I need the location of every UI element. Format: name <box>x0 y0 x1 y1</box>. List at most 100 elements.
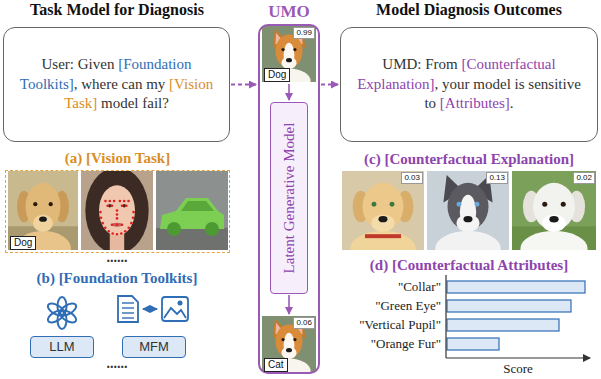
dog-eye <box>390 202 395 207</box>
photo-background <box>156 171 228 250</box>
lips <box>112 223 122 227</box>
ellipsis: ...... <box>107 355 128 373</box>
section-label: (b) [Foundation Toolkits] <box>37 269 198 287</box>
double-arrow <box>143 308 157 310</box>
landmark-dot <box>106 204 109 207</box>
text-run: User: Given <box>42 56 119 72</box>
panel-heading: UMO <box>258 2 320 24</box>
text-run: [Attributes] <box>440 95 510 111</box>
dog-chest <box>520 231 587 250</box>
dog-photo <box>262 316 316 372</box>
car-wheel <box>167 222 181 236</box>
document-line <box>122 307 134 308</box>
confidence-score: 0.02 <box>573 172 595 184</box>
text-run: MFM <box>139 339 169 354</box>
query-box: User: Given [Foundation Toolkits], where… <box>3 27 230 142</box>
dog-nose <box>463 216 472 222</box>
landmark-dot <box>111 204 114 207</box>
dog-photo <box>512 171 596 250</box>
landmark-dot <box>116 217 119 220</box>
class-label: Dog <box>10 236 36 250</box>
dog-muzzle <box>33 214 53 231</box>
attribute-label: "Green Eye" <box>375 298 441 313</box>
dog-muzzle <box>457 214 480 231</box>
photo-background <box>342 171 424 250</box>
ellipsis: ...... <box>107 249 128 267</box>
text-run: . <box>510 95 514 111</box>
dog-eye <box>475 202 480 207</box>
text-run: , where can my <box>74 76 169 92</box>
landmark-dot <box>109 200 112 203</box>
dog-muzzle <box>542 214 566 231</box>
landmark-dot <box>120 232 123 235</box>
flow-arrow <box>321 84 338 86</box>
dog-muzzle <box>372 214 395 231</box>
document-line <box>122 317 134 318</box>
landmark-dot <box>119 200 122 203</box>
y-axis <box>445 275 446 358</box>
landmark-dot <box>127 226 130 229</box>
llm-logo-petal <box>46 301 66 318</box>
attribute-bar <box>447 319 559 331</box>
box-text: User: Given [Foundation Toolkits], where… <box>14 55 219 114</box>
dog-nose <box>286 348 292 352</box>
axis-label: Score <box>503 361 533 376</box>
column-title: Task Model for Diagnosis <box>30 1 204 19</box>
landmark-dot <box>121 204 124 207</box>
confidence-score: 0.06 <box>293 317 315 329</box>
document-line <box>122 312 134 313</box>
attribute-bar <box>447 338 499 350</box>
box-label: MFM <box>139 339 169 355</box>
photo-background <box>262 26 316 82</box>
attribute-bar <box>447 300 571 312</box>
neck <box>110 230 124 250</box>
toolkit-icons <box>46 296 188 329</box>
attribute-bar <box>447 281 585 293</box>
inner-arrow <box>288 295 290 314</box>
panel-heading: (a) [Vision Task] <box>5 150 230 170</box>
landmark-dot <box>111 232 114 235</box>
dog-eye <box>281 48 284 51</box>
landmark-dot <box>121 223 124 226</box>
landmark-dot <box>116 209 119 212</box>
connectors <box>231 84 338 85</box>
dog-nose <box>549 216 558 222</box>
toolkit-box: MFM <box>122 336 186 358</box>
box-label: LLM <box>49 339 74 355</box>
dog-eye <box>457 202 462 207</box>
dog-nose <box>39 217 47 222</box>
text-run: model fail? <box>97 95 169 111</box>
dog-eye <box>561 202 566 207</box>
landmark-dot <box>100 217 103 220</box>
landmark-dot <box>132 217 135 220</box>
hair <box>85 171 148 250</box>
dog-eye <box>372 202 377 207</box>
landmark-dot <box>132 211 135 214</box>
box-text: UMD: From [Counterfactual Explanation], … <box>351 55 587 114</box>
landmark-dot <box>111 223 114 226</box>
x-axis <box>446 357 590 358</box>
text-run: UMD: From <box>382 56 461 72</box>
box-text: Latent Generative Model <box>281 123 298 274</box>
car-window <box>181 201 214 211</box>
dog-photo <box>8 171 78 250</box>
landmark-dot <box>127 200 130 203</box>
car-wheel <box>205 222 219 236</box>
dog-photo <box>262 26 316 82</box>
dog-photo <box>427 171 509 250</box>
landmark-dot <box>101 222 104 225</box>
dog-photo <box>342 171 424 250</box>
dog-eye <box>281 338 284 341</box>
column-title: Model Diagnosis Outcomes <box>376 1 562 19</box>
attribute-bar-chart <box>446 275 590 358</box>
confidence-score: 0.03 <box>401 172 423 184</box>
landmark-dot <box>116 223 119 226</box>
attribute-label: "Collar" <box>398 279 441 294</box>
landmark-dot <box>116 213 119 216</box>
landmark-dot <box>99 211 102 214</box>
confidence-score: 0.13 <box>486 172 508 184</box>
section-label: (d) [Counterfactual Attributes] <box>370 256 568 274</box>
dog-chest <box>350 231 416 250</box>
section-label: (c) [Counterfactual Explanation] <box>364 150 574 168</box>
